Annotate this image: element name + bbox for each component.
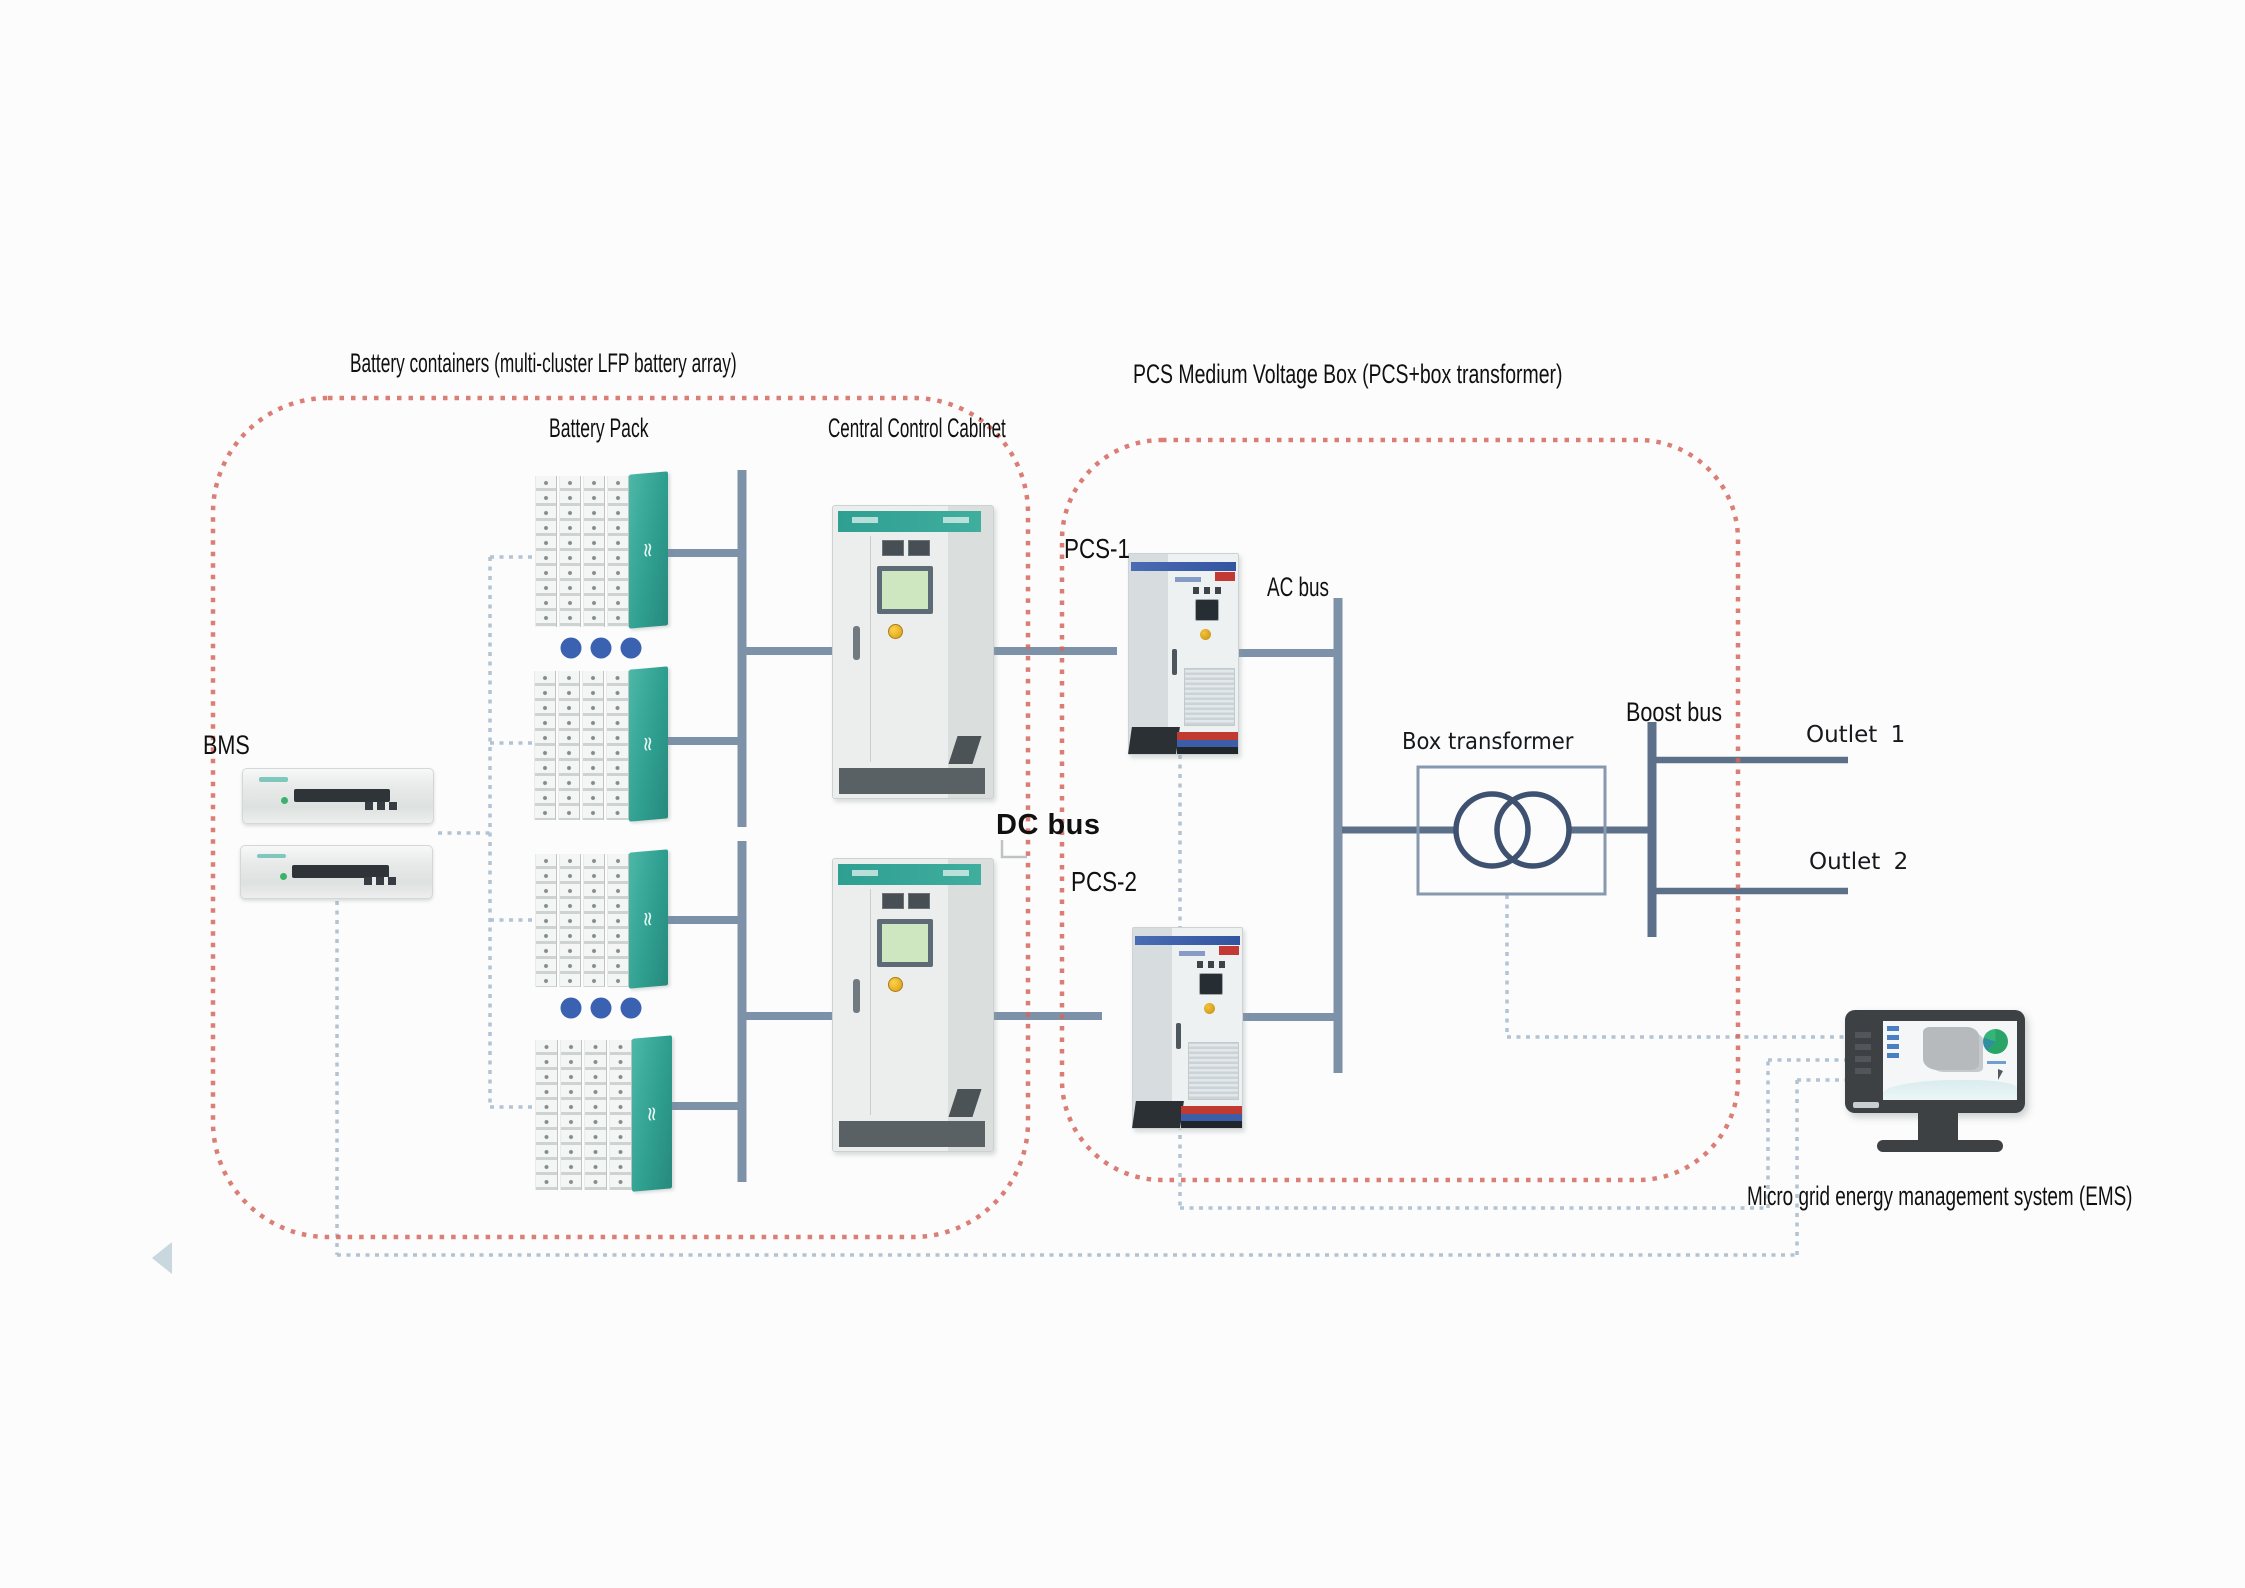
- cabinet-button: [888, 977, 903, 992]
- transformer-to-ems-line: [1505, 895, 1845, 1039]
- cabinet-handle: [853, 979, 860, 1013]
- battery-pack-group-1: ≈: [533, 471, 668, 629]
- battery-side-panel: ≈: [631, 1035, 672, 1192]
- transformer-coil-icon: [1494, 791, 1572, 869]
- battery-pack-group-3: ≈: [533, 849, 668, 989]
- pcs-vent-grille: [1188, 1042, 1239, 1100]
- cabinet-screen: [877, 566, 933, 614]
- pcs-vent-grille: [1184, 668, 1235, 726]
- pcs-to-ems-line: [1178, 755, 1845, 1210]
- pcs-red-label: [1219, 946, 1239, 955]
- cabinet-base: [839, 1121, 985, 1147]
- transformer-and-outlets: [1342, 722, 1848, 937]
- box-transformer-outline: [1416, 765, 1607, 896]
- pcs-blue-stripe: [1135, 936, 1240, 945]
- dashboard-device-image: [1923, 1027, 1980, 1070]
- bms-ports: [364, 801, 398, 810]
- boost-bus-label: Boost bus: [1626, 697, 1723, 727]
- comm-dashed-lines: [335, 555, 1845, 1257]
- battery-side-panel: ≈: [628, 849, 668, 989]
- battery-container-title: Battery containers (multi-cluster LFP ba…: [350, 348, 737, 378]
- battery-container-border: [210, 395, 1031, 1240]
- battery-pack-label: Battery Pack: [549, 413, 649, 443]
- cabinet-meters: [882, 540, 930, 556]
- bms-to-ems-line: [337, 1078, 1845, 1257]
- pcs-red-label: [1215, 572, 1235, 581]
- ems-caption: Micro grid energy management system (EMS…: [1747, 1181, 2133, 1211]
- transformer-coil-icon: [1453, 791, 1531, 869]
- bms-front-slot: [292, 864, 389, 878]
- cabinet-header-band: [838, 864, 981, 885]
- ems-dashboard-screen: [1883, 1021, 2017, 1100]
- bms-logo-mark: [259, 776, 289, 782]
- ac-bus-label: AC bus: [1267, 572, 1329, 602]
- cabinet-header-band: [838, 511, 981, 532]
- dashboard-menu-icons: [1887, 1024, 1899, 1058]
- cabinet-handle: [853, 626, 860, 660]
- pcs-mv-box-border: [1059, 437, 1741, 1183]
- bms-unit-2: [240, 845, 433, 899]
- outlet-1-label: Outlet 1: [1806, 722, 1906, 748]
- bms-ports: [363, 877, 397, 886]
- box-transformer-label: Box transformer: [1402, 729, 1574, 755]
- bms-logo-mark: [257, 853, 287, 859]
- bms-front-slot: [293, 788, 390, 803]
- pcs-2-cabinet: [1132, 927, 1243, 1129]
- pcs-1-label: PCS-1: [1064, 533, 1130, 564]
- battery-module-columns: [532, 668, 629, 820]
- pcs-display: [1199, 973, 1223, 995]
- battery-module-columns: [533, 851, 629, 987]
- battery-module-columns: [533, 473, 629, 627]
- battery-module-columns: [533, 1037, 632, 1190]
- dc-bus-label: DC bus: [996, 809, 1101, 841]
- bms-status-led: [279, 873, 287, 881]
- dashboard-pie-chart-icon: [1983, 1029, 2008, 1054]
- central-control-cabinet-2: [832, 858, 994, 1152]
- outlet-2-label: Outlet 2: [1809, 849, 1909, 875]
- play-cursor-artifact: [152, 1242, 172, 1274]
- battery-ellipsis-dots: [560, 637, 642, 1019]
- battery-side-panel: ≈: [628, 666, 668, 822]
- corner-bracket-mark: [1000, 840, 1027, 859]
- cabinet-base: [839, 768, 985, 794]
- dc-bus-line-upper: [742, 647, 1338, 657]
- pcs-1-cabinet: [1128, 553, 1239, 755]
- pcs-2-label: PCS-2: [1071, 866, 1137, 897]
- battery-pack-group-2: ≈: [532, 666, 668, 822]
- battery-side-panel: ≈: [628, 471, 668, 629]
- ems-monitor: [1845, 1010, 2045, 1160]
- pcs-button: [1204, 1003, 1215, 1014]
- pcs-mv-box-title: PCS Medium Voltage Box (PCS+box transfor…: [1133, 359, 1563, 389]
- mouse-cursor-icon: [1998, 1069, 2003, 1080]
- monitor-frame: [1845, 1010, 2025, 1113]
- central-control-cabinet-1: [832, 505, 994, 799]
- dc-bus-line-lower: [742, 1012, 1338, 1021]
- monitor-stand: [1918, 1113, 1958, 1142]
- cabinet-button: [888, 624, 903, 639]
- battery-pack-group-4: ≈: [533, 1035, 672, 1192]
- bms-status-led: [281, 797, 289, 805]
- dashboard-area-chart: [1883, 1080, 2017, 1100]
- bms-label: BMS: [203, 730, 250, 760]
- monitor-base: [1877, 1140, 2003, 1152]
- pcs-display: [1195, 599, 1219, 621]
- bms-unit-1: [242, 768, 434, 824]
- pcs-blue-stripe: [1131, 562, 1236, 571]
- pcs-button: [1200, 629, 1211, 640]
- cabinet-screen: [877, 919, 933, 967]
- central-control-cabinet-label: Central Control Cabinet: [828, 413, 1006, 443]
- cabinet-meters: [882, 893, 930, 909]
